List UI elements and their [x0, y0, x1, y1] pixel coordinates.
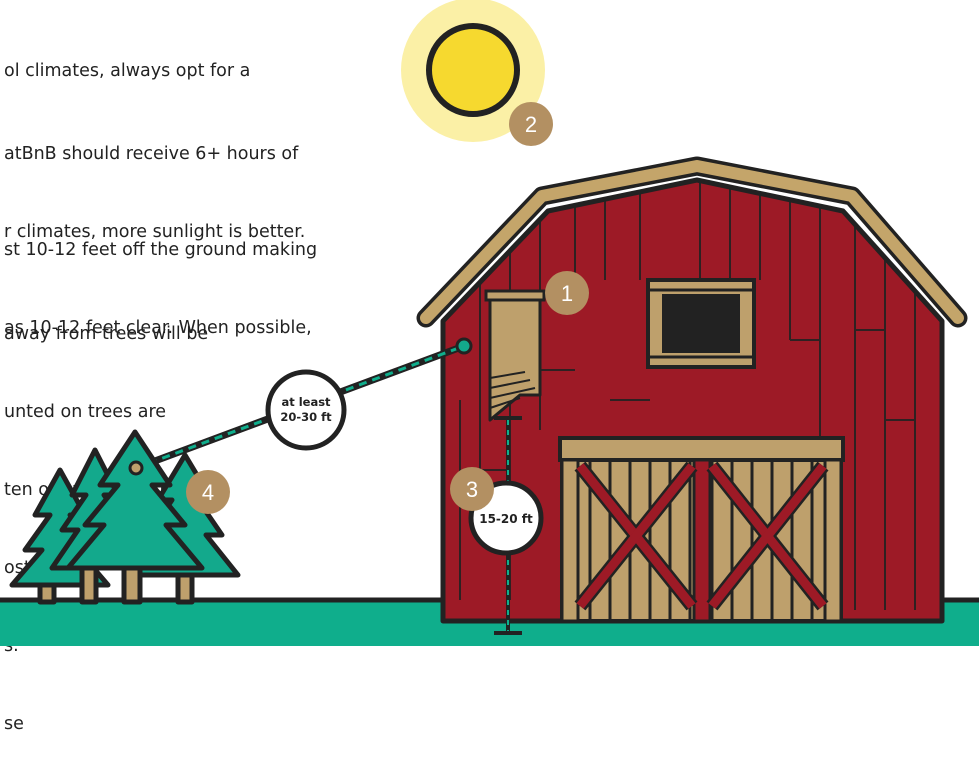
barn-doors	[560, 438, 843, 621]
text-line: se	[4, 711, 208, 737]
height-label: 15-20 ft	[479, 512, 533, 526]
marker-4-number: 4	[202, 480, 214, 505]
marker-1: 1	[545, 271, 589, 315]
marker-2: 2	[509, 102, 553, 146]
marker-3-number: 3	[466, 477, 478, 502]
marker-2-number: 2	[525, 112, 537, 137]
bat-house-anchor-dot	[457, 339, 471, 353]
trees	[12, 432, 238, 602]
tree-distance-label-line2: 20-30 ft	[280, 410, 332, 424]
marker-1-number: 1	[561, 281, 573, 306]
loft-window	[648, 280, 754, 367]
sun-disc	[429, 26, 517, 114]
tree-distance-measure: at least 20-30 ft	[136, 339, 471, 468]
marker-3: 3	[450, 467, 494, 511]
tree-anchor-dot	[130, 462, 142, 474]
tree-distance-label-line1: at least	[281, 395, 331, 409]
marker-4: 4	[186, 470, 230, 514]
bat-house-placement-illustration: 15-20 ft at least 20-30 ft 1	[0, 0, 979, 646]
